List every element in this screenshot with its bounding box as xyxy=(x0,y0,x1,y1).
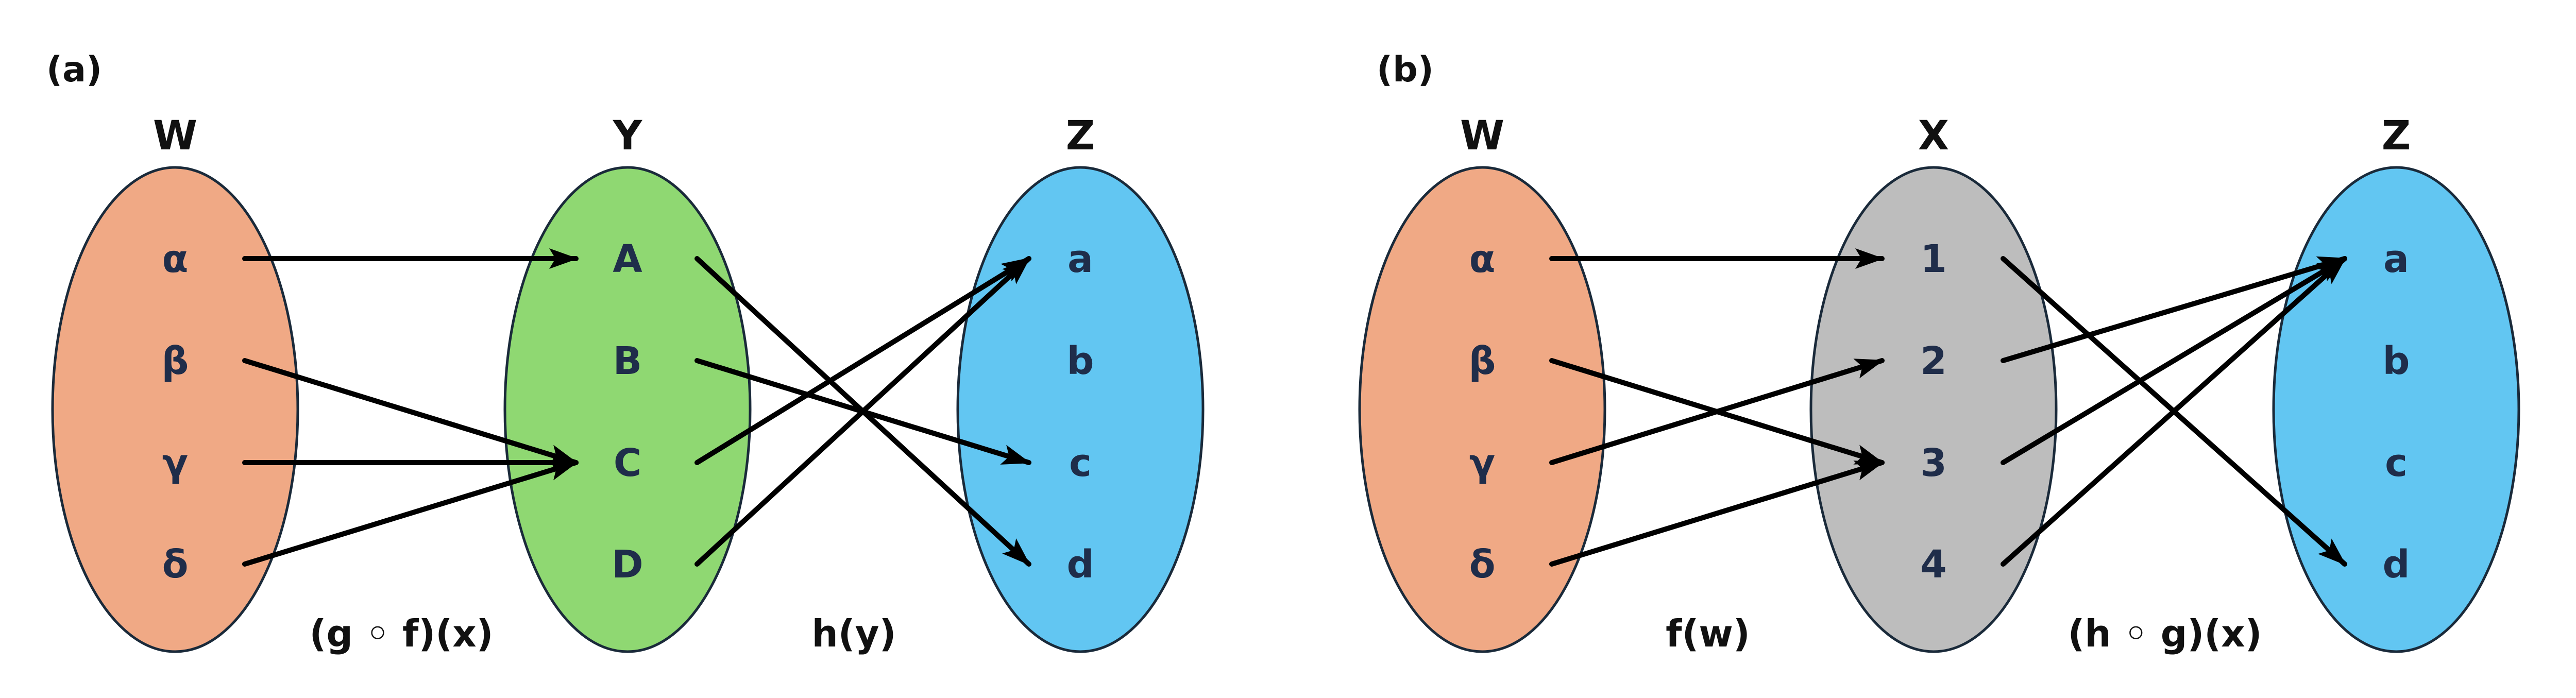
function-label-a-1: (g ◦ f)(x) xyxy=(309,612,493,655)
element-b-z-a: b xyxy=(1067,339,1094,383)
set-z-ellipse-a xyxy=(956,166,1205,653)
set-w-ellipse-a xyxy=(51,166,299,653)
set-y-ellipse-a xyxy=(503,166,752,653)
arrow-4-to-a-b xyxy=(2001,256,2347,567)
set-x-ellipse-b xyxy=(1809,166,2058,653)
element-alpha-w-b: α xyxy=(1469,237,1496,281)
element-gamma-w-a: γ xyxy=(162,441,188,485)
set-z-ellipse-b xyxy=(2272,166,2520,653)
element-d-y-a: D xyxy=(612,542,643,587)
element-c-z-b: c xyxy=(2385,441,2408,485)
element-beta-w-a: β xyxy=(162,339,189,383)
arrow-2-to-a-b xyxy=(2001,256,2347,363)
element-c-z-a: c xyxy=(1069,441,1092,485)
element-a-z-a: a xyxy=(1067,237,1093,281)
element-3-x-b: 3 xyxy=(1920,441,1947,485)
element-beta-w-b: β xyxy=(1469,339,1496,383)
arrow-3-to-a-b xyxy=(2001,256,2347,465)
arrow-delta-to-3-b xyxy=(1549,460,1885,567)
arrow-beta-to-c-a xyxy=(242,358,579,465)
element-2-x-b: 2 xyxy=(1920,339,1947,383)
function-label-b-1: f(w) xyxy=(1666,612,1750,655)
set-title-w-a: W xyxy=(153,113,197,159)
set-title-y-a: Y xyxy=(613,113,643,159)
arrow-c-to-a-a xyxy=(694,256,1031,465)
arrow-gamma-to-2-b xyxy=(1549,358,1885,465)
element-1-x-b: 1 xyxy=(1920,237,1947,281)
set-w-ellipse-b xyxy=(1358,166,1606,653)
element-a-y-a: A xyxy=(613,237,642,281)
element-delta-w-a: δ xyxy=(162,542,189,587)
element-4-x-b: 4 xyxy=(1920,542,1947,587)
element-d-z-b: d xyxy=(2383,542,2410,587)
element-alpha-w-a: α xyxy=(162,237,189,281)
element-gamma-w-b: γ xyxy=(1469,441,1495,485)
set-title-w-b: W xyxy=(1460,113,1504,159)
set-title-z-b: Z xyxy=(2382,113,2411,159)
arrow-d-to-a-a xyxy=(694,256,1031,567)
element-delta-w-b: δ xyxy=(1469,542,1496,587)
function-label-b-2: (h ◦ g)(x) xyxy=(2067,612,2262,655)
panel-label-a: (a) xyxy=(46,49,102,90)
panel-label-b: (b) xyxy=(1377,49,1434,90)
element-b-z-b: b xyxy=(2383,339,2410,383)
element-a-z-b: a xyxy=(2383,237,2409,281)
element-d-z-a: d xyxy=(1067,542,1094,587)
element-c-y-a: C xyxy=(614,441,641,485)
element-b-y-a: B xyxy=(613,339,642,383)
arrow-delta-to-c-a xyxy=(242,460,579,567)
set-title-x-b: X xyxy=(1918,113,1949,159)
function-label-a-2: h(y) xyxy=(811,612,896,655)
set-title-z-a: Z xyxy=(1066,113,1095,159)
